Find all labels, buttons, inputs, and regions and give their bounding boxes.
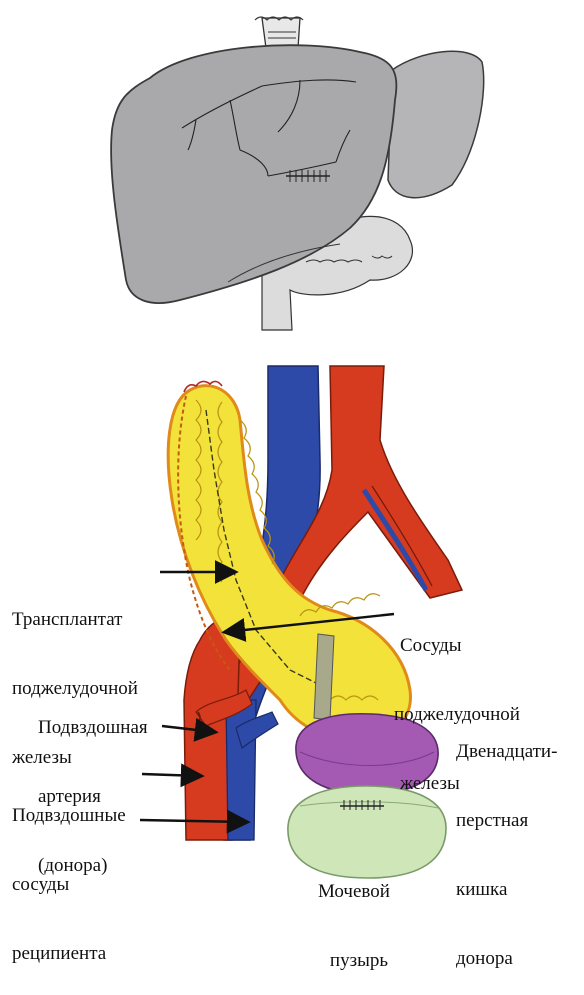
liver-illustration [111,17,484,330]
label-iliac-vessels: Подвздошные сосуды реципиента [12,758,126,988]
liver-right-lobe [388,51,484,197]
label-line: Сосуды [396,634,520,657]
label-line: кишка [456,878,557,901]
label-duodenum: Двенадцати- перстная кишка донора [456,694,557,993]
label-line: Трансплантат [12,608,138,631]
label-line: перстная [456,809,557,832]
transplant-diagram: Трансплантат поджелудочной железы Сосуды… [0,0,584,880]
label-line: Мочевой [318,880,390,903]
label-line: Подвздошная [38,716,148,739]
label-line: реципиента [12,942,126,965]
label-line: Подвздошные [12,804,126,827]
label-line: Двенадцати- [456,740,557,763]
label-line: донора [456,947,557,970]
liver-top-vessel [262,18,300,48]
label-bladder: Мочевой пузырь [318,834,390,995]
label-line: сосуды [12,873,126,896]
label-line: пузырь [318,949,390,972]
